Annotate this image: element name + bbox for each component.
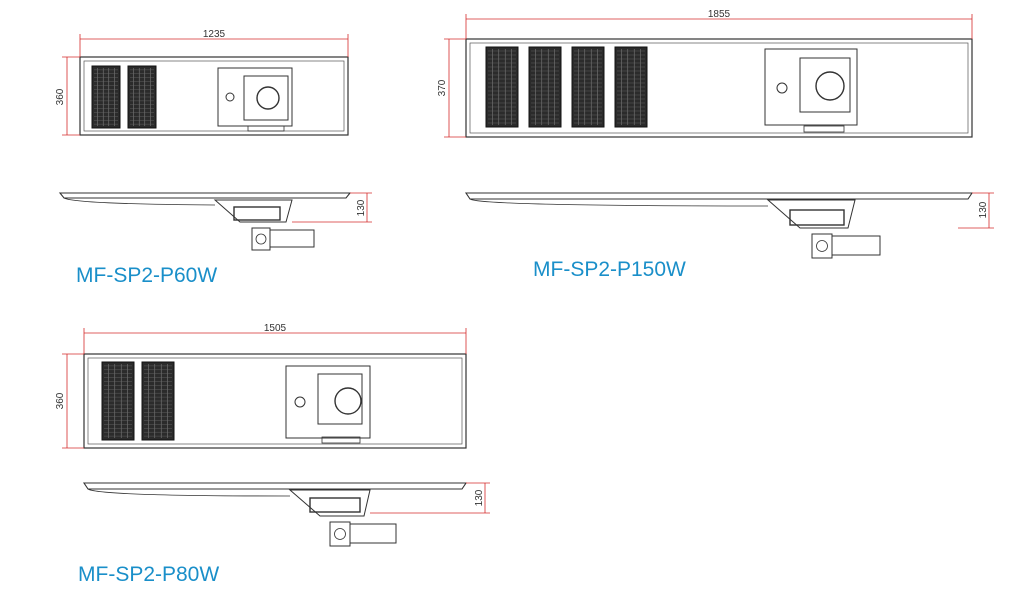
model-p60w: 1235 360 130 MF-SP2-P60W xyxy=(55,29,372,287)
model-p80w: 1505 360 130 MF-SP2-P80W xyxy=(55,323,490,586)
led-module-group xyxy=(91,65,157,129)
width-dimension-label: 370 xyxy=(437,79,448,96)
mounting-bracket-plate xyxy=(285,365,371,439)
led-module xyxy=(485,46,519,128)
mounting-bracket-plate xyxy=(764,48,858,126)
sensor-hole xyxy=(294,396,306,408)
height-dimension-label: 130 xyxy=(356,199,367,216)
bracket-tab xyxy=(247,125,285,132)
bracket-tab xyxy=(321,436,361,444)
pole-clamp-circle xyxy=(334,387,362,415)
led-module xyxy=(127,65,157,129)
side-view-p80w: 130 xyxy=(82,482,490,547)
mounting-bracket-plate xyxy=(217,67,293,127)
pole-adapter xyxy=(811,233,833,259)
pole-clamp-circle xyxy=(256,86,280,110)
led-module xyxy=(614,46,648,128)
led-module xyxy=(101,361,135,441)
lamp-side-profile xyxy=(58,192,352,199)
model-name-label: MF-SP2-P80W xyxy=(78,563,219,586)
top-view-p150w: 1855 370 xyxy=(437,9,973,138)
height-dimension-label: 130 xyxy=(978,201,989,218)
lamp-body-outline xyxy=(83,353,467,449)
bracket-tab xyxy=(803,125,845,133)
lamp-body-outline xyxy=(79,56,349,136)
sensor-hole xyxy=(776,82,788,94)
bracket-housing-side xyxy=(213,199,293,223)
pole-tube xyxy=(349,523,397,544)
lamp-side-profile xyxy=(82,482,468,490)
pole-clamp-circle xyxy=(815,71,845,101)
bracket-housing-side xyxy=(766,199,856,229)
led-module-group xyxy=(101,361,175,441)
lamp-inner-outline xyxy=(83,60,345,132)
pole-tube xyxy=(831,235,881,256)
model-name-label: MF-SP2-P60W xyxy=(76,264,217,287)
pole-tube xyxy=(269,229,315,248)
pole-adapter xyxy=(329,521,351,547)
led-module xyxy=(141,361,175,441)
model-p150w: 1855 370 130 MF-SP2-P150W xyxy=(437,9,994,281)
led-module xyxy=(571,46,605,128)
length-dimension-label: 1855 xyxy=(708,9,731,20)
lamp-inner-outline xyxy=(87,357,463,445)
bracket-window xyxy=(309,497,361,513)
lamp-underside-curve xyxy=(63,197,216,206)
lamp-inner-outline xyxy=(469,42,969,134)
sensor-hole xyxy=(225,92,235,102)
height-dimension-label: 130 xyxy=(474,489,485,506)
pivot-circle xyxy=(334,528,346,540)
top-view-p60w: 1235 360 xyxy=(55,29,349,136)
top-view-p80w: 1505 360 xyxy=(55,323,467,449)
width-dimension-label: 360 xyxy=(55,392,66,409)
led-module xyxy=(528,46,562,128)
model-name-label: MF-SP2-P150W xyxy=(533,258,686,281)
clamp-block xyxy=(243,75,289,121)
clamp-block xyxy=(317,373,363,425)
lamp-side-profile xyxy=(464,192,974,200)
length-dimension-label: 1505 xyxy=(264,323,287,334)
pivot-circle xyxy=(816,240,828,252)
width-dimension-label: 360 xyxy=(55,88,66,105)
bracket-window xyxy=(233,206,281,221)
lamp-underside-curve xyxy=(469,198,769,207)
pole-adapter xyxy=(251,227,271,251)
side-view-p60w: 130 xyxy=(58,192,372,251)
length-dimension-label: 1235 xyxy=(203,29,226,40)
clamp-block xyxy=(799,57,851,113)
lamp-underside-curve xyxy=(87,488,291,497)
led-module-group xyxy=(485,46,648,128)
led-module xyxy=(91,65,121,129)
bracket-window xyxy=(789,209,845,226)
lamp-body-outline xyxy=(465,38,973,138)
pivot-circle xyxy=(255,233,267,245)
side-view-p150w: 130 xyxy=(464,192,994,259)
